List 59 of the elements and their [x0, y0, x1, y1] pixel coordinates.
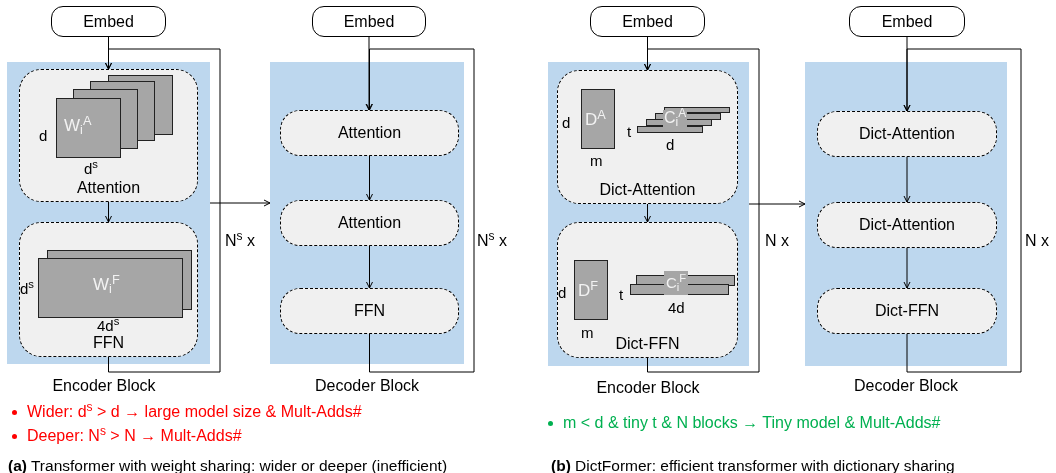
dimension-label: t — [627, 123, 632, 140]
layer-title: Attention — [75, 178, 142, 198]
layer-box: Attention — [280, 110, 459, 156]
repeat-label: N$^{s}$ x — [225, 232, 255, 249]
block-panel — [270, 62, 464, 364]
arrow — [365, 36, 373, 111]
arrow — [903, 247, 911, 289]
arrow — [366, 48, 475, 373]
block-caption: Encoder Block — [52, 376, 156, 396]
layer-title: Dict-Attention — [598, 180, 697, 200]
embed-box: Embed — [312, 6, 426, 37]
note-text: Wider: d$^{s}$ > d → large model size & Mult-Adds# — [27, 402, 362, 422]
embed-box: Embed — [849, 6, 965, 37]
arrow — [903, 156, 911, 203]
layer-box — [557, 70, 738, 204]
layer-box: Dict-Attention — [817, 111, 997, 157]
block-panel — [805, 62, 1007, 366]
arrow — [748, 200, 806, 208]
embed-box: Embed — [590, 6, 705, 37]
arrow — [903, 48, 1022, 373]
dimension-label: m — [581, 324, 594, 341]
layer-box: Dict-FFN — [817, 288, 997, 334]
dimension-label: m — [590, 152, 603, 169]
matrix-label: D$^{F}$ — [578, 282, 599, 299]
dimension-label: d — [558, 284, 567, 301]
dimension-label: d — [39, 127, 48, 144]
dimension-label: 4d — [668, 299, 685, 316]
layer-title: FFN — [91, 333, 126, 353]
block-panel — [7, 62, 210, 364]
repeat-label: N x — [765, 232, 789, 249]
arrow — [105, 201, 112, 223]
arrow — [366, 155, 373, 201]
repeat-label: N x — [1025, 232, 1049, 249]
note-text: Deeper: N$^{s}$ > N → Mult-Adds# — [27, 426, 242, 446]
block-caption: Decoder Block — [315, 376, 419, 396]
layer-box — [19, 222, 198, 357]
arrow — [644, 48, 760, 373]
dimension-label: t — [619, 286, 624, 303]
arrow — [209, 199, 271, 207]
layer-box: Attention — [280, 200, 459, 246]
arrow — [105, 48, 221, 373]
arrow — [366, 245, 373, 289]
layer-box: FFN — [280, 288, 459, 334]
block-panel — [548, 62, 749, 366]
dimension-label: d$^{s}$ — [84, 160, 98, 177]
embed-box: Embed — [51, 6, 166, 37]
dimension-label: d — [666, 136, 675, 153]
layer-box — [19, 69, 198, 202]
note-text: m < d & tiny t & N blocks → Tiny model & Mult-Adds# — [563, 413, 941, 433]
dimension-label: d$^{s}$ — [20, 280, 34, 297]
layer-box: Dict-Attention — [817, 202, 997, 248]
arrow — [644, 203, 651, 223]
matrix-label: D$^{A}$ — [585, 111, 606, 128]
repeat-label: N$^{s}$ x — [477, 232, 507, 249]
block-caption: Encoder Block — [596, 378, 700, 398]
dimension-label: d — [562, 114, 571, 131]
layer-box — [557, 222, 738, 358]
dimension-label: 4d$^{s}$ — [97, 317, 120, 334]
block-caption: Decoder Block — [854, 376, 958, 396]
